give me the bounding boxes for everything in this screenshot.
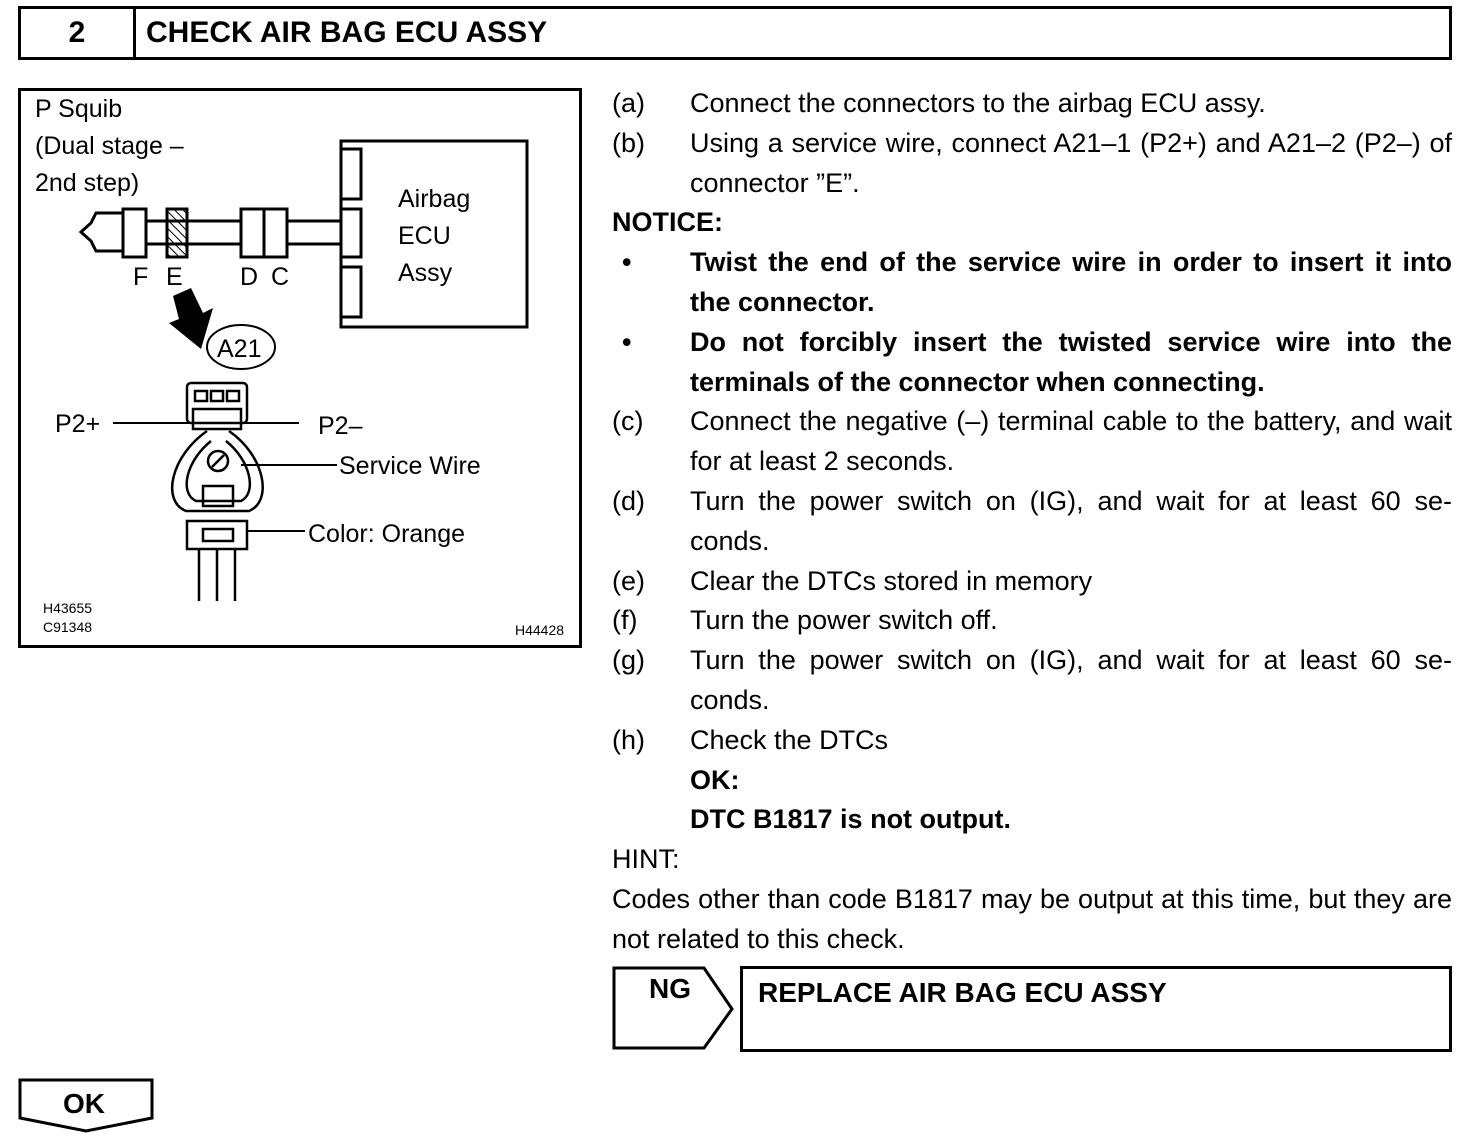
connector-f <box>121 207 148 259</box>
step-header: 2 CHECK AIR BAG ECU ASSY <box>18 6 1452 60</box>
ng-label: NG <box>649 973 691 1004</box>
step-label: (a) <box>612 88 645 118</box>
figure-code-right: H44428 <box>515 622 564 638</box>
step-h: (h) Check the DTCs <box>612 721 1452 761</box>
letter-f: F <box>133 263 148 291</box>
airbag-ecu-box <box>339 139 529 329</box>
letter-e: E <box>166 263 183 291</box>
letter-c: C <box>271 263 289 291</box>
step-number: 2 <box>21 9 136 57</box>
connector-id-a21: A21 <box>217 335 261 363</box>
connector-a21-detail <box>170 381 264 601</box>
step-c: (c) Connect the negative (–) terminal ca… <box>612 402 1452 482</box>
step-label: (f) <box>612 605 638 636</box>
ecu-label-line3: Assy <box>398 259 453 287</box>
procedure-steps: (a) Connect the connectors to the airbag… <box>612 84 1452 960</box>
step-a: (a) Connect the connectors to the airbag… <box>612 84 1452 124</box>
step-label: (g) <box>612 645 645 676</box>
figure-code-2: C91348 <box>43 619 92 635</box>
p2-plus-label: P2+ <box>55 410 100 438</box>
step-f: (f) Turn the power switch off. <box>612 601 1452 641</box>
squib-label-line3: 2nd step) <box>35 169 139 197</box>
step-text: Using a service wire, connect A21–1 (P2+… <box>690 127 1452 198</box>
bullet-icon: • <box>622 326 632 357</box>
ok-label: OK <box>63 1088 105 1119</box>
step-text: Clear the DTCs stored in memory <box>690 565 1093 596</box>
step-title: CHECK AIR BAG ECU ASSY <box>146 16 548 49</box>
notice-text: Twist the end of the service wire in ord… <box>690 247 1452 317</box>
step-label: (b) <box>612 127 645 158</box>
wiring-illustration: P Squib (Dual stage – 2nd step) F E D C … <box>18 88 582 648</box>
step-g: (g) Turn the power switch on (IG), and w… <box>612 641 1452 721</box>
ng-action-text: REPLACE AIR BAG ECU ASSY <box>758 977 1167 1008</box>
step-label: (d) <box>612 485 645 516</box>
ecu-label-line1: Airbag <box>398 185 470 213</box>
connector-e <box>165 207 189 259</box>
down-arrow-icon <box>169 288 213 349</box>
ok-result-label: OK: <box>690 764 740 795</box>
step-text: Check the DTCs <box>690 724 889 755</box>
ok-result-text: DTC B1817 is not output. <box>690 804 1012 835</box>
connector-d <box>239 207 266 259</box>
step-b: (b) Using a service wire, connect A21–1 … <box>612 124 1452 204</box>
p2-minus-label: P2– <box>318 412 363 440</box>
notice-heading: NOTICE: <box>612 207 723 238</box>
notice-item: • Twist the end of the service wire in o… <box>612 243 1452 323</box>
ecu-label-line2: ECU <box>398 222 451 250</box>
service-wire-label: Service Wire <box>339 452 481 480</box>
notice-text: Do not forcibly insert the twisted servi… <box>690 326 1452 397</box>
step-label: (h) <box>612 724 645 755</box>
notice-item: • Do not forcibly insert the twisted ser… <box>612 323 1452 403</box>
ng-arrow-shape <box>612 966 734 1050</box>
step-d: (d) Turn the power switch on (IG), and w… <box>612 482 1452 562</box>
hint-text: Codes other than code B1817 may be outpu… <box>612 883 1452 954</box>
wire-harness <box>78 211 341 253</box>
ng-action-box: REPLACE AIR BAG ECU ASSY <box>740 966 1452 1052</box>
step-text: Turn the power switch off. <box>690 605 998 636</box>
step-text: Turn the power switch on (IG), and wait … <box>690 485 1452 556</box>
step-label: (c) <box>612 406 644 437</box>
bullet-icon: • <box>622 247 632 278</box>
step-text: Connect the connectors to the airbag ECU… <box>690 88 1266 118</box>
squib-label-line2: (Dual stage – <box>35 132 184 160</box>
step-label: (e) <box>612 565 645 596</box>
connector-c <box>262 207 289 259</box>
ok-arrow-shape <box>18 1078 154 1133</box>
color-note-label: Color: Orange <box>308 520 465 548</box>
step-e: (e) Clear the DTCs stored in memory <box>612 562 1452 602</box>
letter-d: D <box>240 263 258 291</box>
illustration-canvas: P Squib (Dual stage – 2nd step) F E D C … <box>35 95 564 638</box>
squib-label-line1: P Squib <box>35 95 122 123</box>
hint-label: HINT: <box>612 844 680 875</box>
step-text: Connect the negative (–) terminal cable … <box>690 406 1452 477</box>
figure-code-1: H43655 <box>43 600 92 616</box>
step-text: Turn the power switch on (IG), and wait … <box>690 645 1452 715</box>
